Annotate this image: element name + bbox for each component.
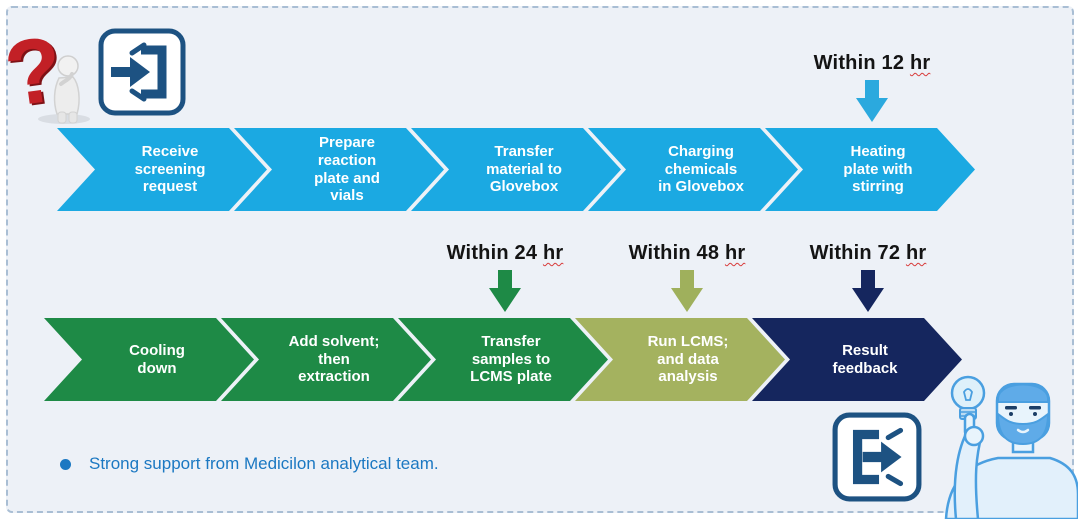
time-text: Within 24 hr — [446, 242, 564, 264]
flow-row-1: Receive screening request Prepare reacti… — [57, 128, 975, 211]
time-text: Within 48 hr — [628, 242, 746, 264]
enter-login-icon — [98, 28, 186, 116]
stage-label: Cooling down — [129, 341, 185, 377]
stage-label: Transfer material to Glovebox — [486, 142, 562, 196]
down-arrow-24hr-icon — [489, 270, 521, 312]
stage-label: Transfer samples to LCMS plate — [470, 332, 552, 386]
stage-label: Charging chemicals in Glovebox — [658, 142, 744, 196]
stage-label: Add solvent; then extraction — [288, 332, 380, 386]
person-figure — [944, 382, 1078, 519]
stage-label: Result feedback — [832, 341, 898, 377]
stage-receive-screening-request: Receive screening request — [57, 128, 267, 211]
time-text: Within 12 hr — [813, 52, 931, 74]
down-arrow-12hr-icon — [856, 80, 888, 122]
flow-row-2: Cooling down Add solvent; then extractio… — [44, 318, 962, 401]
time-label-within-48hr: Within 48 hr — [577, 242, 797, 312]
stage-cooling-down: Cooling down — [44, 318, 254, 401]
question-mark-thinker-icon: ? ? — [6, 24, 90, 126]
stage-label: Prepare reaction plate and vials — [314, 134, 380, 205]
time-label-within-12hr: Within 12 hr — [762, 52, 982, 122]
thinking-figure — [53, 55, 80, 124]
stage-label: Receive screening request — [134, 142, 206, 196]
footnote-text: Strong support from Medicilon analytical… — [89, 454, 439, 473]
footnote: Strong support from Medicilon analytical… — [60, 454, 439, 474]
time-label-within-24hr: Within 24 hr — [395, 242, 615, 312]
down-arrow-48hr-icon — [671, 270, 703, 312]
stage-label: Heating plate with stirring — [843, 142, 913, 196]
stage-label: Run LCMS; and data analysis — [647, 332, 729, 386]
time-label-within-72hr: Within 72 hr — [758, 242, 978, 312]
idea-person-illustration — [944, 375, 1078, 519]
stage-heating-plate-stirring: Heating plate with stirring — [765, 128, 975, 211]
bullet-dot-icon — [60, 458, 71, 470]
time-text: Within 72 hr — [809, 242, 927, 264]
down-arrow-72hr-icon — [852, 270, 884, 312]
exit-logout-icon — [832, 412, 922, 502]
